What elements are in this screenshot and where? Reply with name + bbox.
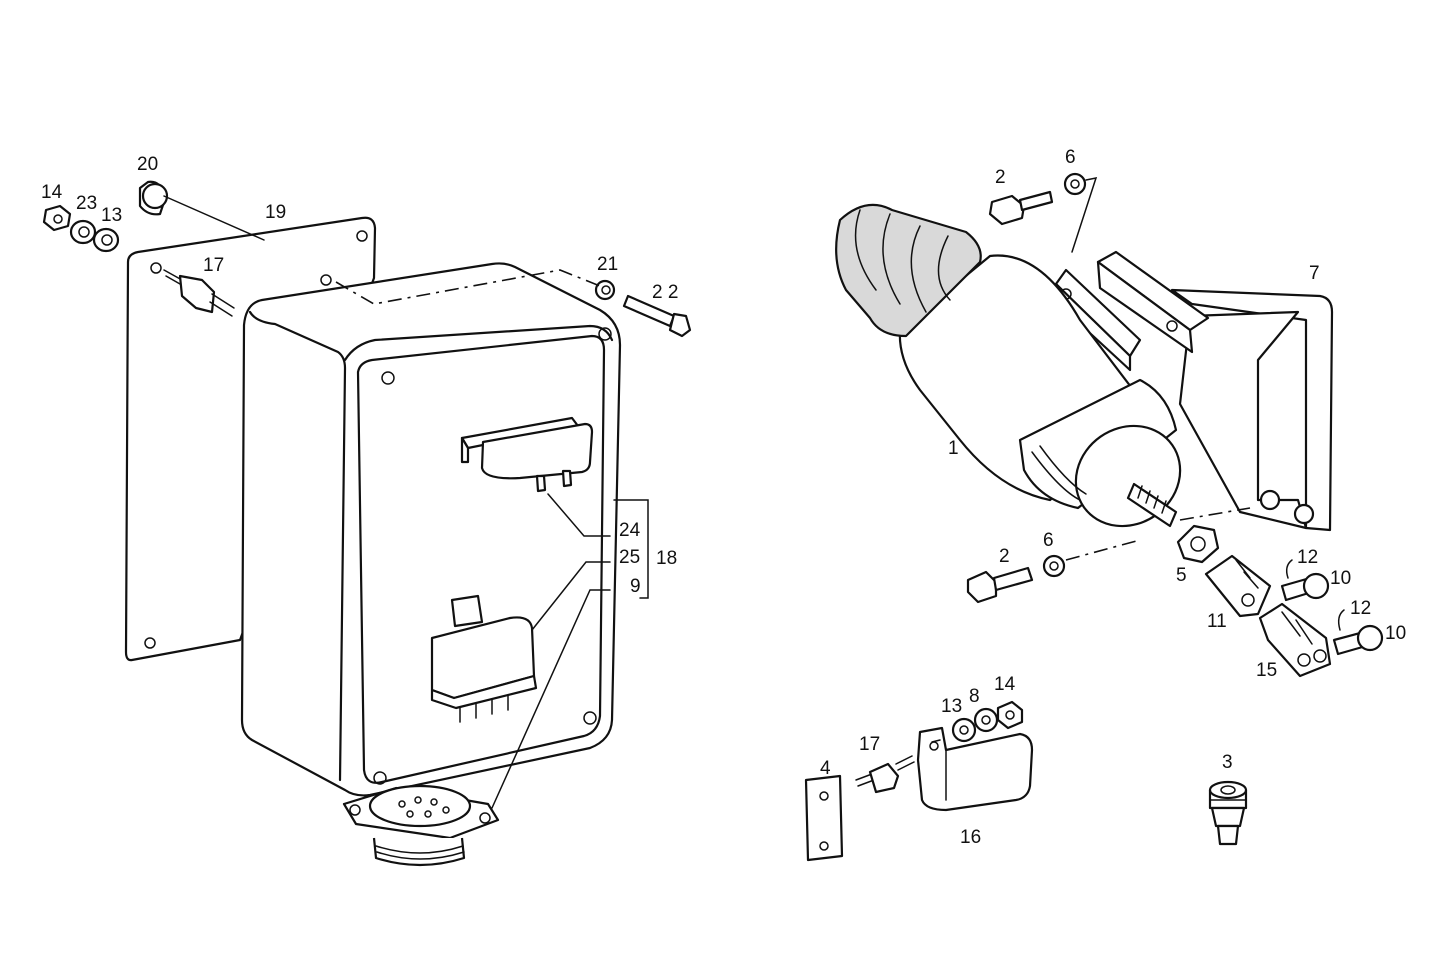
callout-16: 16 — [960, 827, 981, 848]
bracket-16 — [916, 726, 1034, 812]
callout-6-lower: 6 — [1043, 530, 1054, 551]
callout-14: 14 — [41, 182, 63, 203]
callout-9: 9 — [630, 576, 641, 597]
rubber-boot — [835, 203, 982, 338]
callout-13-lower: 13 — [941, 696, 962, 717]
stud-17-lower — [855, 755, 915, 794]
pin-10-lower — [1332, 624, 1384, 656]
callout-10-lower: 10 — [1385, 623, 1406, 644]
callout-4: 4 — [820, 758, 831, 779]
callout-3: 3 — [1222, 752, 1233, 773]
leader-6-upper — [1071, 177, 1098, 253]
fitting-3 — [1208, 780, 1248, 846]
callout-17-lower: 17 — [859, 734, 880, 755]
leader-6-lower — [1065, 539, 1141, 561]
callout-11: 11 — [1207, 611, 1227, 632]
hardware-14-23-13 — [42, 204, 120, 253]
spacer-20 — [138, 180, 169, 216]
plate-4 — [804, 774, 844, 862]
washer-6-lower — [1042, 554, 1066, 578]
callout-24: 24 — [619, 520, 641, 541]
callout-25: 25 — [619, 547, 640, 568]
callout-22: 2 2 — [652, 282, 678, 303]
nut-5 — [1176, 524, 1220, 564]
pin-10-upper — [1280, 572, 1330, 602]
solenoid-1 — [898, 254, 1182, 528]
clip-12-upper — [1285, 559, 1293, 579]
callout-18: 18 — [656, 548, 677, 569]
callout-23: 23 — [76, 193, 97, 214]
callout-2-lower: 2 — [999, 546, 1010, 567]
callout-13: 13 — [101, 205, 122, 226]
washer-6-upper — [1063, 172, 1087, 196]
bracket-7 — [1052, 250, 1334, 532]
clevis-15 — [1258, 602, 1332, 678]
callout-20: 20 — [137, 154, 158, 175]
bolt-2-upper — [988, 190, 1054, 226]
callout-21: 21 — [597, 254, 618, 275]
callout-6-upper: 6 — [1065, 147, 1076, 168]
leader-lines-left — [163, 195, 649, 809]
callout-14-lower: 14 — [994, 674, 1016, 695]
callout-17: 17 — [203, 255, 224, 276]
leader-bracket — [1179, 507, 1251, 521]
callout-5: 5 — [1176, 565, 1187, 586]
callout-7: 7 — [1309, 263, 1320, 284]
relay-25 — [430, 594, 538, 723]
callout-8: 8 — [969, 686, 980, 707]
bolt-22 — [622, 294, 692, 338]
bolt-2-lower — [966, 566, 1034, 604]
clip-12-lower — [1337, 609, 1345, 631]
relay-24 — [460, 416, 594, 493]
callout-1: 1 — [948, 438, 959, 459]
callout-12-upper: 12 — [1297, 547, 1318, 568]
callout-2-upper: 2 — [995, 167, 1006, 188]
callout-19: 19 — [265, 202, 286, 223]
callout-10-upper: 10 — [1330, 568, 1351, 589]
callout-15: 15 — [1256, 660, 1277, 681]
callout-12-lower: 12 — [1350, 598, 1371, 619]
washer-21 — [594, 279, 616, 301]
callout-labels: 20 14 23 13 19 17 21 2 2 24 25 9 18 2 6 … — [41, 147, 1406, 848]
round-connector — [342, 784, 500, 867]
stud-17 — [163, 269, 235, 317]
clevis-11 — [1204, 554, 1272, 618]
control-box — [240, 262, 622, 797]
hardware-13-8-14 — [951, 700, 1024, 743]
